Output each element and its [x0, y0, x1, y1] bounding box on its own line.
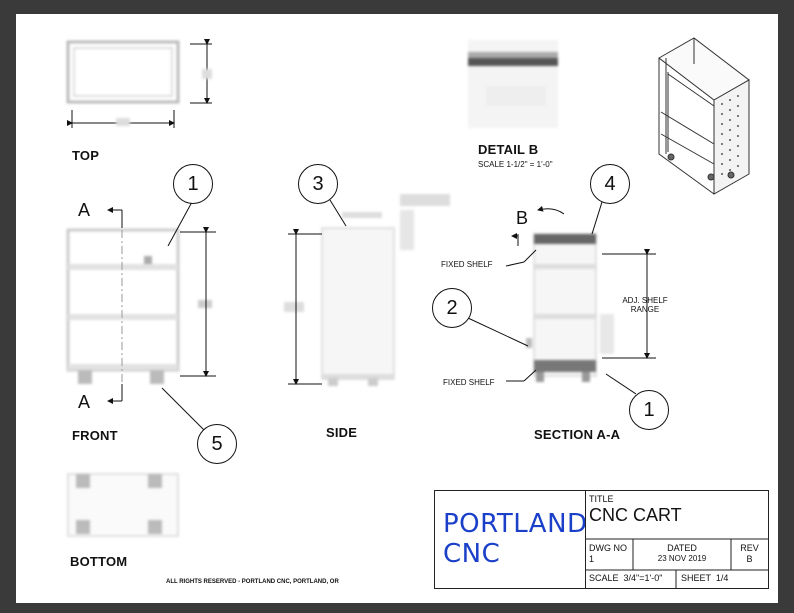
adj-shelf-range-note: ADJ. SHELF RANGE	[622, 296, 668, 314]
leader-fixed-shelf-top	[505, 261, 525, 267]
section-arrow-top	[107, 207, 123, 228]
detail-b-view	[468, 40, 558, 128]
adj-shelf-dim	[602, 249, 656, 359]
callout-bubble-1-front: 1	[173, 164, 213, 204]
section-a-a-view	[526, 233, 614, 382]
side-view-title: SIDE	[326, 425, 358, 440]
rev-label: REV	[740, 543, 759, 553]
rights-notice: ALL RIGHTS RESERVED - PORTLAND CNC, PORT…	[166, 579, 339, 585]
fixed-shelf-bottom-note: FIXED SHELF	[443, 378, 495, 387]
title-label: TITLE	[589, 494, 614, 504]
front-view-title: FRONT	[72, 428, 118, 443]
drawing-linework	[66, 37, 750, 537]
top-view-dims	[67, 39, 212, 128]
fixed-shelf-top-note: FIXED SHELF	[441, 260, 493, 269]
section-mark-a-top: A	[78, 200, 91, 220]
dwg-no-value: 1	[589, 554, 595, 564]
detail-mark-b: B	[516, 208, 529, 228]
detail-b-scale: SCALE 1-1/2" = 1'-0"	[478, 160, 553, 169]
bottom-view	[67, 473, 179, 537]
callout-bubble-5: 5	[197, 424, 237, 464]
section-arrow-bottom	[107, 384, 123, 404]
dated-label: DATED	[667, 543, 697, 553]
callout-bubble-4: 4	[590, 164, 630, 204]
side-view	[284, 194, 450, 386]
dated-value: 23 NOV 2019	[657, 554, 707, 563]
leader-3	[329, 199, 347, 227]
section-view-title: SECTION A-A	[534, 427, 621, 442]
sheet-value: SHEET 1/4	[681, 573, 729, 583]
company-logo: PORTLAND CNC	[443, 509, 588, 569]
detail-b-arrow	[511, 205, 565, 246]
isometric-cart	[658, 37, 750, 195]
bottom-view-title: BOTTOM	[70, 554, 128, 569]
title-block-grid	[585, 538, 768, 588]
callout-bubble-2: 2	[432, 288, 472, 328]
top-view-title: TOP	[72, 148, 100, 163]
drawing-sheet: TOP FRONT SIDE SECTION A-A BOTTOM DETAIL…	[16, 14, 778, 603]
front-view	[66, 228, 212, 384]
leader-4	[591, 201, 603, 235]
leader-2	[467, 317, 529, 347]
section-mark-a-bottom: A	[78, 392, 91, 412]
callout-bubble-3: 3	[298, 164, 338, 204]
callout-bubble-1-section: 1	[629, 390, 669, 430]
dwg-no-label: DWG NO	[589, 543, 627, 553]
front-height-dim	[180, 227, 216, 377]
rev-value: B	[746, 554, 753, 564]
side-height-dim	[288, 229, 322, 385]
leader-1-front	[167, 201, 193, 247]
isometric-cart-holes	[721, 95, 739, 175]
top-view	[66, 40, 180, 104]
leader-1-section	[605, 373, 637, 395]
detail-b-title: DETAIL B	[478, 142, 539, 157]
title-block: PORTLAND CNC TITLE CNC CART DWG NO 1 DAT…	[434, 490, 769, 589]
drawing-title: CNC CART	[589, 505, 682, 525]
scale-value: SCALE 3/4"=1'-0"	[589, 573, 663, 583]
